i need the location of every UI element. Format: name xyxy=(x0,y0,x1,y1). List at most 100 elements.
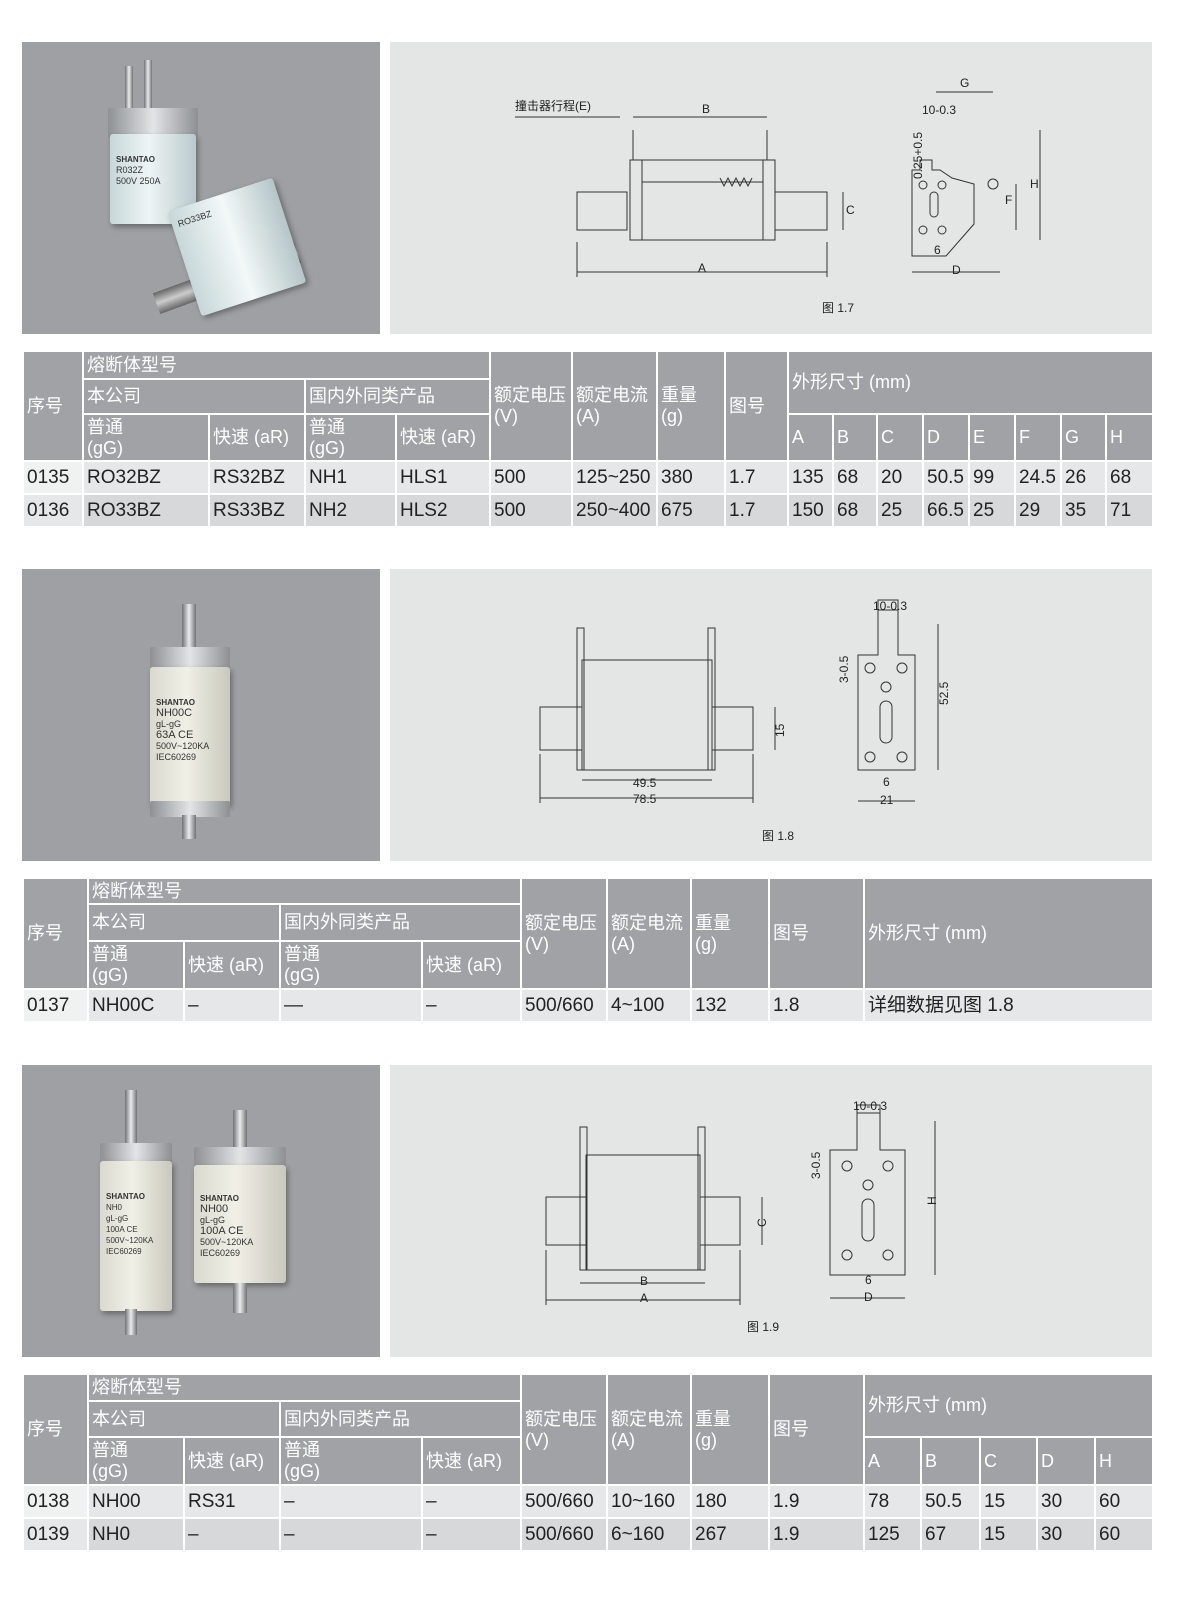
header-normal-gg: 普通 (gG) xyxy=(82,413,210,462)
table-cell: 500/660 xyxy=(520,988,608,1023)
table-cell: 29 xyxy=(1014,493,1062,528)
table-cell: 1.7 xyxy=(724,460,789,495)
header-dim-a: A xyxy=(787,413,834,462)
table-cell: 500 xyxy=(489,460,573,495)
model-label: NH00C xyxy=(156,707,193,719)
std-label: IEC60269 xyxy=(156,752,197,762)
table-cell: RS33BZ xyxy=(208,493,306,528)
table-cell: 15 xyxy=(979,1517,1038,1552)
header-dim-b: B xyxy=(920,1436,981,1486)
header-voltage: 额定电压 (V) xyxy=(520,1373,608,1486)
table-cell: 500/660 xyxy=(520,1484,608,1519)
header-fast-ar: 快速 (aR) xyxy=(208,413,306,462)
header-weight: 重量 (g) xyxy=(656,350,726,462)
table-cell: NH00C xyxy=(87,988,185,1023)
table-cell: 68 xyxy=(832,493,878,528)
spec-table-3: 序号熔断体型号额定电压 (V)额定电流 (A)重量 (g)图号外形尺寸 (mm)… xyxy=(22,1373,1155,1552)
table-cell: RO32BZ xyxy=(82,460,210,495)
table-cell: – xyxy=(279,1517,423,1552)
fuse-body: SHANTAO NH00C gL-gG 63A CE 500V~120KA IE… xyxy=(150,667,230,805)
table-cell: 66.5 xyxy=(922,493,970,528)
header-weight: 重量 (g) xyxy=(690,1373,770,1486)
header-figure: 图号 xyxy=(724,350,789,462)
table-cell: 125~250 xyxy=(571,460,658,495)
header-fast-ar-similar: 快速 (aR) xyxy=(395,413,491,462)
product-photo-nh0-nh00: SHANTAO NH0 gL-gG 100A CE 500V~120KA IEC… xyxy=(22,1065,380,1357)
table-cell: 1.9 xyxy=(768,1517,865,1552)
brand-label: SHANTAO xyxy=(156,698,195,707)
table-cell: 180 xyxy=(690,1484,770,1519)
table-cell: 0136 xyxy=(22,493,84,528)
table-cell: – xyxy=(279,1484,423,1519)
table-cell: 详细数据见图 1.8 xyxy=(863,988,1154,1023)
table-cell: 132 xyxy=(690,988,770,1023)
header-dimensions: 外形尺寸 (mm) xyxy=(862,1373,1155,1438)
header-normal-gg: 普通 (gG) xyxy=(87,940,185,990)
table-cell: RS31 xyxy=(183,1484,281,1519)
rating-label: 500V 250A xyxy=(116,176,161,186)
brand-label: SHANTAO xyxy=(116,155,155,164)
header-weight: 重量 (g) xyxy=(690,877,770,990)
table-cell: 71 xyxy=(1104,493,1155,528)
header-dimensions: 外形尺寸 (mm) xyxy=(863,877,1154,990)
figure-1-9: B A C 10-0.3 3-0.5 H 6 D 图 1.9 xyxy=(390,1065,1152,1357)
spec-label: 500V~120KA xyxy=(156,741,210,751)
header-dim-h: H xyxy=(1093,1436,1155,1486)
header-dimensions: 外形尺寸 (mm) xyxy=(786,350,1155,415)
table-cell: – xyxy=(421,1484,522,1519)
header-fuse-model: 熔断体型号 xyxy=(87,1373,522,1402)
table-cell: HLS1 xyxy=(395,460,491,495)
header-normal-gg-similar: 普通 (gG) xyxy=(279,940,423,990)
table-cell: HLS2 xyxy=(395,493,491,528)
table-cell: 675 xyxy=(656,493,726,528)
brand-label: SHANTAO xyxy=(200,1194,239,1203)
table-cell: 0138 xyxy=(22,1484,89,1519)
product-photo-nh00c: SHANTAO NH00C gL-gG 63A CE 500V~120KA IE… xyxy=(22,569,380,861)
header-dim-g: G xyxy=(1060,413,1107,462)
header-figure: 图号 xyxy=(768,1373,865,1486)
table-cell: 78 xyxy=(863,1484,922,1519)
header-current: 额定电流 (A) xyxy=(606,1373,692,1486)
header-voltage: 额定电压 (V) xyxy=(489,350,573,462)
header-fast-ar-similar: 快速 (aR) xyxy=(421,1436,522,1486)
table-cell: 20 xyxy=(876,460,924,495)
figure-1-7: 撞击器行程(E) B A C G 10-0.3 0.25+0.5 F H 6 D… xyxy=(390,42,1152,334)
header-dim-b: B xyxy=(832,413,878,462)
table-cell: — xyxy=(279,988,423,1023)
header-current: 额定电流 (A) xyxy=(571,350,658,462)
table-cell: 25 xyxy=(876,493,924,528)
header-fast-ar: 快速 (aR) xyxy=(183,1436,281,1486)
header-company: 本公司 xyxy=(87,903,281,942)
table-cell: NH1 xyxy=(304,460,397,495)
class-label: gL-gG xyxy=(156,719,182,729)
header-company: 本公司 xyxy=(87,1400,281,1438)
model-label: R032Z xyxy=(116,165,144,175)
table-cell: 0135 xyxy=(22,460,84,495)
table-cell: RO33BZ xyxy=(82,493,210,528)
std-label: IEC60269 xyxy=(200,1248,241,1258)
table-cell: 125 xyxy=(863,1517,922,1552)
header-dim-c: C xyxy=(979,1436,1038,1486)
header-fuse-model: 熔断体型号 xyxy=(82,350,491,380)
table-cell: 26 xyxy=(1060,460,1107,495)
table-cell: – xyxy=(183,1517,281,1552)
table-cell: 68 xyxy=(1104,460,1155,495)
spec-table-1: 序号熔断体型号额定电压 (V)额定电流 (A)重量 (g)图号外形尺寸 (mm)… xyxy=(22,350,1155,528)
table-cell: 380 xyxy=(656,460,726,495)
table-cell: 250~400 xyxy=(571,493,658,528)
class-label: gL-gG xyxy=(106,1214,129,1223)
table-cell: 0137 xyxy=(22,988,89,1023)
header-similar-products: 国内外同类产品 xyxy=(279,1400,522,1438)
table-cell: 10~160 xyxy=(606,1484,692,1519)
table-cell: 150 xyxy=(787,493,834,528)
header-dim-f: F xyxy=(1014,413,1062,462)
table-cell: – xyxy=(183,988,281,1023)
table-cell: 60 xyxy=(1093,1517,1155,1552)
table-cell: NH2 xyxy=(304,493,397,528)
table-cell: 35 xyxy=(1060,493,1107,528)
header-current: 额定电流 (A) xyxy=(606,877,692,990)
table-cell: 0139 xyxy=(22,1517,89,1552)
